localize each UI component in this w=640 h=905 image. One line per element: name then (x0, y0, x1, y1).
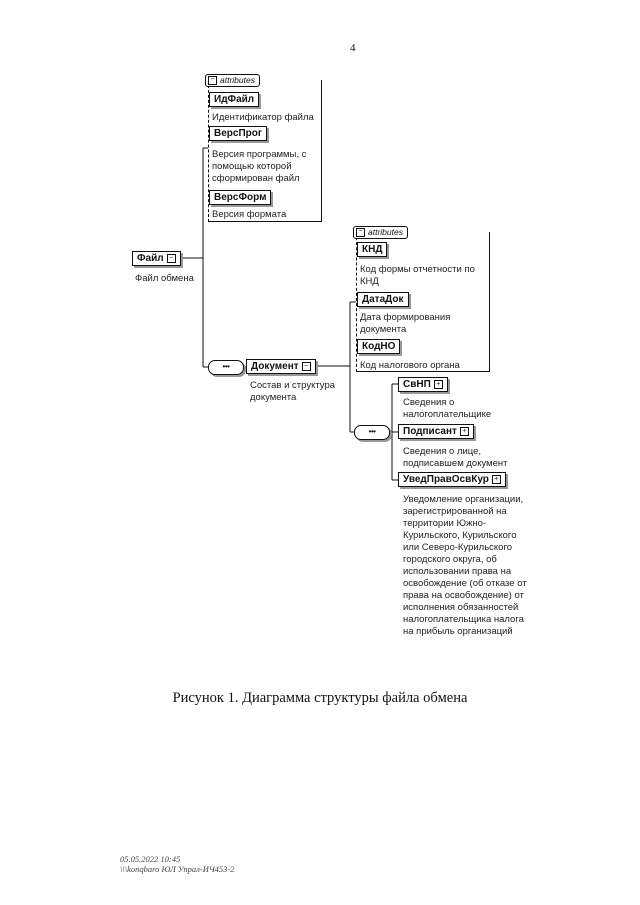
child-element-svnp: СвНП+ (398, 377, 448, 392)
child-element-name: УведПравОсвКур (403, 474, 489, 485)
attribute-description: Код формы отчетности по КНД (360, 264, 475, 287)
child-element-description: Уведомление организации, зарегистрирован… (403, 494, 527, 637)
root-element-file: Файл− (132, 251, 181, 266)
collapse-icon: − (301, 361, 311, 371)
collapse-icon: − (208, 76, 217, 86)
expand-icon: + (459, 426, 469, 436)
attribute-name: ИдФайл (214, 94, 255, 105)
root-element-description: Файл обмена (135, 273, 194, 284)
document-element-name: Документ (251, 361, 299, 372)
attribute-name: ДатаДок (362, 294, 404, 305)
attribute-description: Код налогового органа (360, 360, 460, 371)
file-attributes-header: −attributes (205, 74, 260, 87)
root-element-name: Файл (137, 253, 164, 264)
collapse-icon: − (356, 228, 365, 238)
attribute-description: Версия формата (212, 209, 287, 220)
attribute-name: ВерсПрог (214, 128, 263, 139)
expand-icon: + (433, 379, 443, 389)
sequence-icon: ••• (354, 425, 390, 440)
attribute-description: Идентификатор файла (212, 112, 314, 123)
figure-caption: Рисунок 1. Диаграмма структуры файла обм… (172, 690, 468, 706)
child-element-name: СвНП (403, 379, 431, 390)
attribute-name: ВерсФорм (214, 192, 267, 203)
sequence-icon: ••• (208, 360, 244, 375)
attribute-box: КНД (357, 242, 388, 257)
stamp-date: 05.05.2022 10:45 (120, 854, 181, 864)
attributes-label: attributes (368, 227, 403, 237)
attribute-box: ДатаДок (357, 292, 409, 307)
page-number: 4 (350, 42, 356, 54)
child-element-name: Подписант (403, 426, 457, 437)
attribute-box: ВерсФорм (209, 190, 272, 205)
attribute-box: ВерсПрог (209, 126, 268, 141)
child-element-uvedpravosvkur: УведПравОсвКур+ (398, 472, 506, 487)
attribute-box: КодНО (357, 339, 401, 354)
collapse-icon: − (166, 253, 176, 263)
expand-icon: + (491, 474, 501, 484)
document-stamp: 05.05.2022 10:45 \\\konqbaro ЮЛ Упрал-ИЧ… (120, 854, 235, 874)
document-attributes-group (356, 232, 490, 372)
attribute-name: КодНО (362, 341, 396, 352)
attribute-description: Версия программы, с помощью которой сфор… (212, 149, 307, 184)
document-attributes-header: −attributes (353, 226, 408, 239)
document-element: Документ− (246, 359, 316, 374)
file-attributes-group (208, 80, 322, 222)
document-element-description: Состав и структура документа (250, 380, 336, 403)
attribute-name: КНД (362, 244, 383, 255)
child-element-podpisant: Подписант+ (398, 424, 474, 439)
attribute-box: ИдФайл (209, 92, 260, 107)
attribute-description: Дата формирования документа (360, 312, 451, 335)
attributes-label: attributes (220, 75, 255, 85)
stamp-path: \\\konqbaro ЮЛ Упрал-ИЧ453-2 (120, 864, 235, 874)
child-element-description: Сведения о лице, подписавшем документ (403, 446, 508, 469)
child-element-description: Сведения о налогоплательщике (403, 397, 492, 420)
